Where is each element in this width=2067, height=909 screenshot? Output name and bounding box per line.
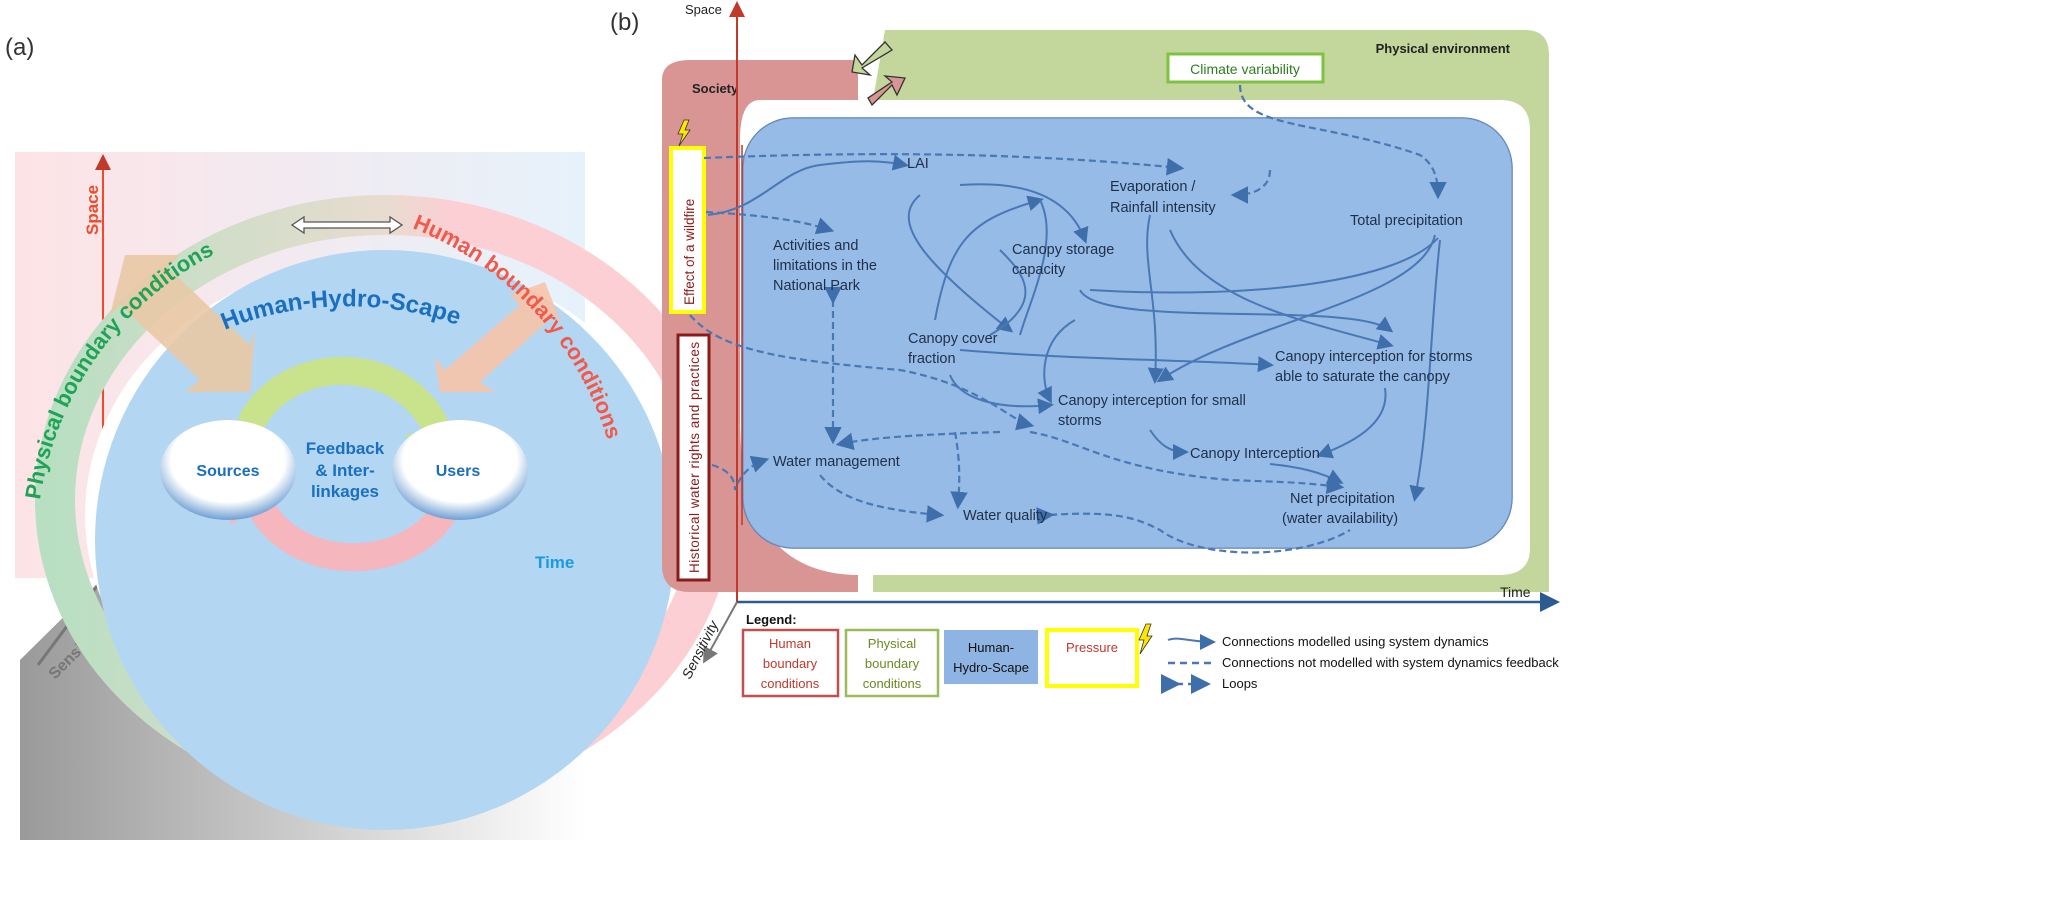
legend-physical-3: conditions — [863, 676, 922, 691]
panel-b: (b) Society Physical environment Space T… — [610, 1, 1560, 698]
dashed-connections — [689, 84, 1447, 554]
lightning-icon — [677, 119, 691, 147]
legend-physical-1: Physical — [868, 636, 917, 651]
physical-environment-label: Physical environment — [1376, 41, 1511, 56]
node-evaporation-1: Evaporation / — [1110, 179, 1196, 195]
climate-variability-box — [1166, 52, 1325, 84]
legend-pressure-label: Pressure — [1066, 640, 1118, 655]
legend-title: Legend: — [746, 612, 797, 627]
feedback-arrow-pink — [247, 498, 458, 572]
sensitivity-axis — [703, 601, 738, 664]
legend: Legend: Human boundary conditions Physic… — [741, 612, 1559, 698]
legend-lightning-icon — [1138, 623, 1153, 655]
node-storage-2: capacity — [1012, 262, 1066, 278]
node-activities-1: Activities and — [773, 238, 858, 254]
legend-pressure-box — [1045, 628, 1139, 688]
time-axis-label: Time — [535, 553, 574, 572]
physical-to-hhs-arrow — [110, 255, 255, 392]
human-to-hhs-arrow — [435, 282, 562, 392]
feedback-label-1: Feedback — [306, 439, 385, 458]
physical-to-society-arrow — [851, 41, 894, 77]
feedback-label-2: & Inter- — [315, 461, 375, 480]
legend-dashed-label: Connections not modelled with system dyn… — [1222, 655, 1559, 670]
legend-hhs-box — [944, 630, 1038, 684]
node-net-precipitation-1: Net precipitation — [1290, 491, 1395, 507]
node-saturate-2: able to saturate the canopy — [1275, 369, 1451, 385]
node-canopy-interception: Canopy Interception — [1190, 446, 1320, 462]
legend-solid-line — [1167, 633, 1216, 650]
legend-human-box — [741, 628, 840, 698]
sources-oval — [160, 420, 296, 520]
node-water-management: Water management — [773, 454, 900, 470]
node-evaporation-2: Rainfall intensity — [1110, 200, 1216, 216]
wildfire-box — [669, 146, 706, 314]
double-arrow-icon — [290, 215, 404, 235]
node-saturate-1: Canopy interception for storms — [1275, 349, 1472, 365]
legend-physical-box — [844, 628, 940, 698]
legend-human-1: Human — [769, 636, 811, 651]
panel-a: (a) Space Sensitivity Physical boundary … — [0, 34, 735, 909]
legend-human-2: boundary — [763, 656, 818, 671]
society-label: Society — [692, 81, 739, 96]
panel-b-label: (b) — [610, 9, 639, 36]
historical-water-rights-box — [676, 333, 711, 582]
time-axis-label: Time — [1500, 584, 1531, 600]
feedback-label-3: linkages — [311, 482, 379, 501]
node-water-quality: Water quality — [963, 508, 1048, 524]
legend-solid-label: Connections modelled using system dynami… — [1222, 634, 1489, 649]
node-activities-3: National Park — [773, 278, 861, 294]
space-axis-label: Space — [83, 185, 102, 235]
users-oval — [392, 420, 528, 520]
node-storage-1: Canopy storage — [1012, 242, 1114, 258]
society-to-physical-arrow — [867, 75, 906, 107]
sources-label: Sources — [196, 463, 259, 480]
climate-variability-label: Climate variability — [1190, 61, 1300, 77]
nodes: LAI Evaporation / Rainfall intensity Tot… — [773, 156, 1472, 527]
historical-water-rights-label: Historical water rights and practices — [687, 341, 702, 573]
legend-physical-2: boundary — [865, 656, 920, 671]
panel-a-label: (a) — [5, 34, 34, 61]
node-total-precipitation: Total precipitation — [1350, 213, 1463, 229]
node-small-storms-1: Canopy interception for small — [1058, 393, 1246, 409]
node-cover-2: fraction — [908, 351, 956, 367]
users-label: Users — [436, 463, 481, 480]
feedback-arrow-green — [237, 356, 454, 444]
node-activities-2: limitations in the — [773, 258, 877, 274]
legend-human-3: conditions — [761, 676, 820, 691]
node-small-storms-2: storms — [1058, 413, 1102, 429]
node-lai: LAI — [907, 156, 929, 172]
legend-hhs-1: Human- — [968, 640, 1014, 655]
space-axis-label: Space — [685, 2, 722, 17]
legend-hhs-2: Hydro-Scape — [953, 660, 1029, 675]
legend-loops-label: Loops — [1222, 676, 1258, 691]
node-cover-1: Canopy cover — [908, 331, 998, 347]
wildfire-label: Effect of a wildfire — [682, 199, 697, 305]
human-hydro-scape-region — [742, 117, 1513, 549]
node-net-precipitation-2: (water availability) — [1282, 511, 1398, 527]
